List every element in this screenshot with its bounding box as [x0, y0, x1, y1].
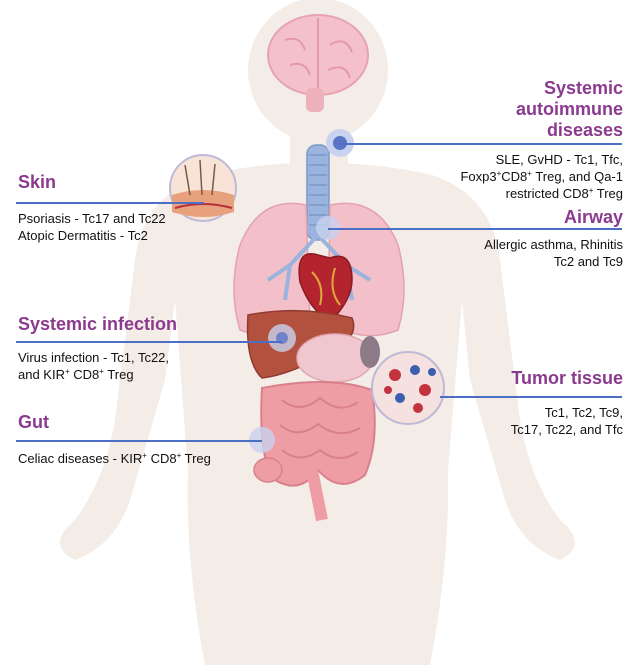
tumor-tissue-title: Tumor tissue	[511, 368, 623, 389]
skin-line-1: Psoriasis - Tc17 and Tc22	[18, 210, 166, 227]
systemic-infection-connector-line	[16, 341, 282, 343]
gut-line-1: Celiac diseases - KIR+ CD8+ Treg	[18, 450, 211, 467]
airway-description: Allergic asthma, Rhinitis Tc2 and Tc9	[484, 236, 623, 270]
airway-line-1: Allergic asthma, Rhinitis	[484, 236, 623, 253]
skin-title: Skin	[18, 172, 56, 193]
gut-description: Celiac diseases - KIR+ CD8+ Treg	[18, 450, 211, 467]
systemic-infection-line-2: and KIR+ CD8+ Treg	[18, 366, 169, 383]
tumor-tissue-line-2: Tc17, Tc22, and Tfc	[511, 421, 623, 438]
skin-description: Psoriasis - Tc17 and Tc22 Atopic Dermati…	[18, 210, 166, 244]
systemic-autoimmune-title: Systemic autoimmune diseases	[516, 78, 623, 141]
systemic-infection-line-1: Virus infection - Tc1, Tc22,	[18, 349, 169, 366]
tumor-tissue-line-1: Tc1, Tc2, Tc9,	[511, 404, 623, 421]
skin-connector-line	[16, 202, 204, 204]
skin-line-2: Atopic Dermatitis - Tc2	[18, 227, 166, 244]
airway-line-2: Tc2 and Tc9	[484, 253, 623, 270]
systemic-autoimmune-connector-line	[340, 143, 622, 145]
tumor-inset	[372, 352, 444, 424]
systemic-infection-title: Systemic infection	[18, 314, 177, 335]
systemic-autoimmune-line-2: Foxp3+CD8+ Treg, and Qa-1	[460, 168, 623, 185]
gut-connector-line	[16, 440, 262, 442]
tumor-tissue-connector-line	[440, 396, 622, 398]
systemic-autoimmune-line-3: restricted CD8+ Treg	[460, 185, 623, 202]
airway-connector-line	[328, 228, 622, 230]
gut-title: Gut	[18, 412, 49, 433]
skin-inset	[170, 155, 236, 221]
systemic-autoimmune-line-1: SLE, GvHD - Tc1, Tfc,	[460, 151, 623, 168]
systemic-autoimmune-description: SLE, GvHD - Tc1, Tfc, Foxp3+CD8+ Treg, a…	[460, 151, 623, 202]
systemic-infection-description: Virus infection - Tc1, Tc22, and KIR+ CD…	[18, 349, 169, 383]
tumor-tissue-description: Tc1, Tc2, Tc9, Tc17, Tc22, and Tfc	[511, 404, 623, 438]
airway-title: Airway	[564, 207, 623, 228]
